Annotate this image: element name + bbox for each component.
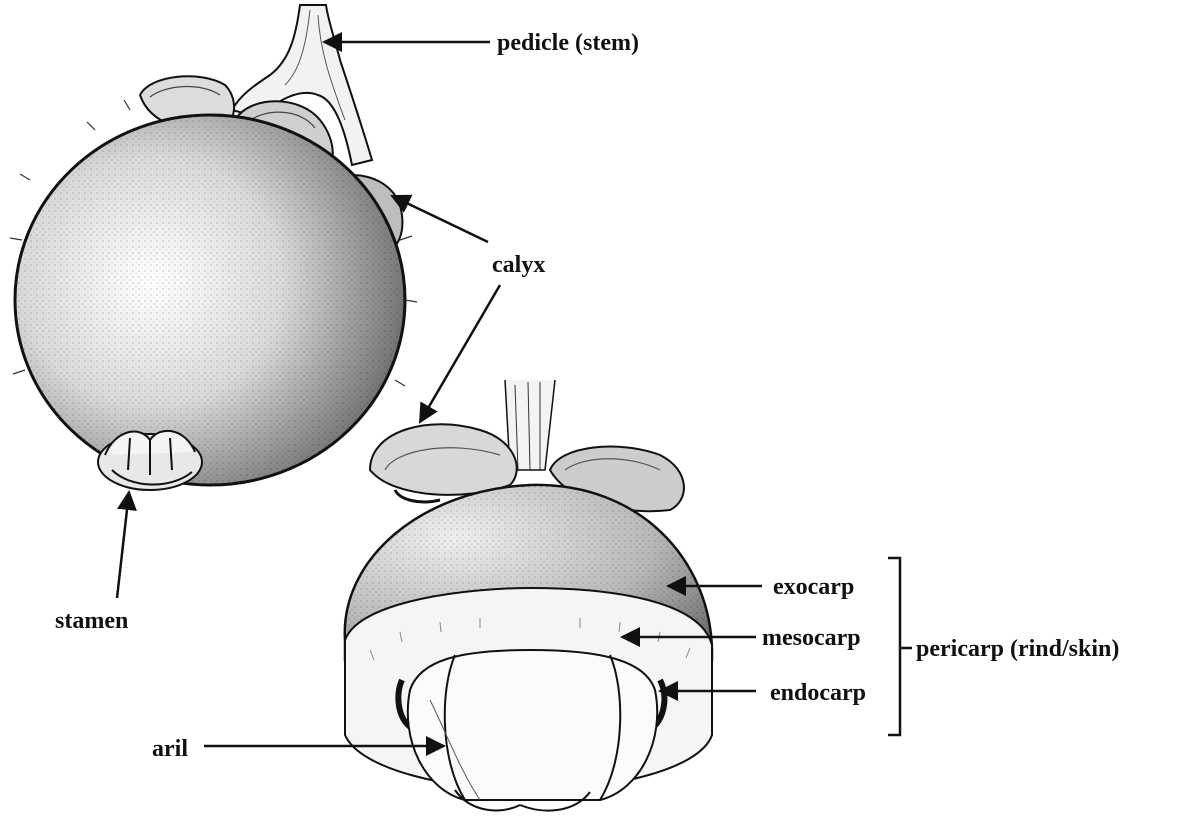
stamen-arrow bbox=[117, 492, 129, 598]
label-exocarp: exocarp bbox=[773, 574, 854, 600]
label-endocarp: endocarp bbox=[770, 680, 866, 706]
whole-fruit-illustration bbox=[10, 5, 417, 490]
label-stamen: stamen bbox=[55, 608, 128, 634]
label-pericarp: pericarp (rind/skin) bbox=[916, 636, 1119, 662]
label-calyx: calyx bbox=[492, 252, 545, 278]
aril-segments bbox=[408, 650, 657, 811]
calyx-sepal bbox=[370, 424, 517, 495]
label-aril: aril bbox=[152, 736, 188, 762]
calyx-arrow-lower bbox=[420, 285, 500, 422]
label-pedicle: pedicle (stem) bbox=[497, 30, 639, 56]
stamen-illustration bbox=[98, 431, 202, 490]
calyx-arrow-upper bbox=[392, 196, 488, 242]
label-mesocarp: mesocarp bbox=[762, 625, 861, 651]
pericarp-bracket bbox=[888, 558, 912, 735]
